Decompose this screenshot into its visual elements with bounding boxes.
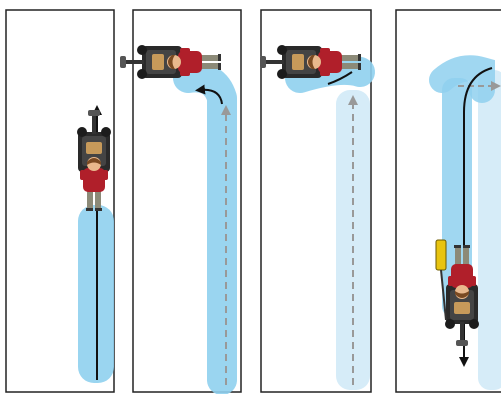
overlapping-return-pass-icon [429, 55, 495, 103]
panel-4 [395, 9, 501, 393]
side-brush-icon [435, 239, 447, 321]
solid-turn-arrow-icon [195, 84, 223, 105]
solid-turn-arrow-icon [327, 71, 353, 85]
panel-1 [5, 9, 115, 393]
previous-pass-faded-icon [478, 70, 501, 390]
panel-2 [120, 9, 242, 394]
panel-3 [260, 9, 375, 393]
pass-with-turn-icon [173, 62, 237, 394]
solid-arrow-down-icon [459, 67, 493, 367]
